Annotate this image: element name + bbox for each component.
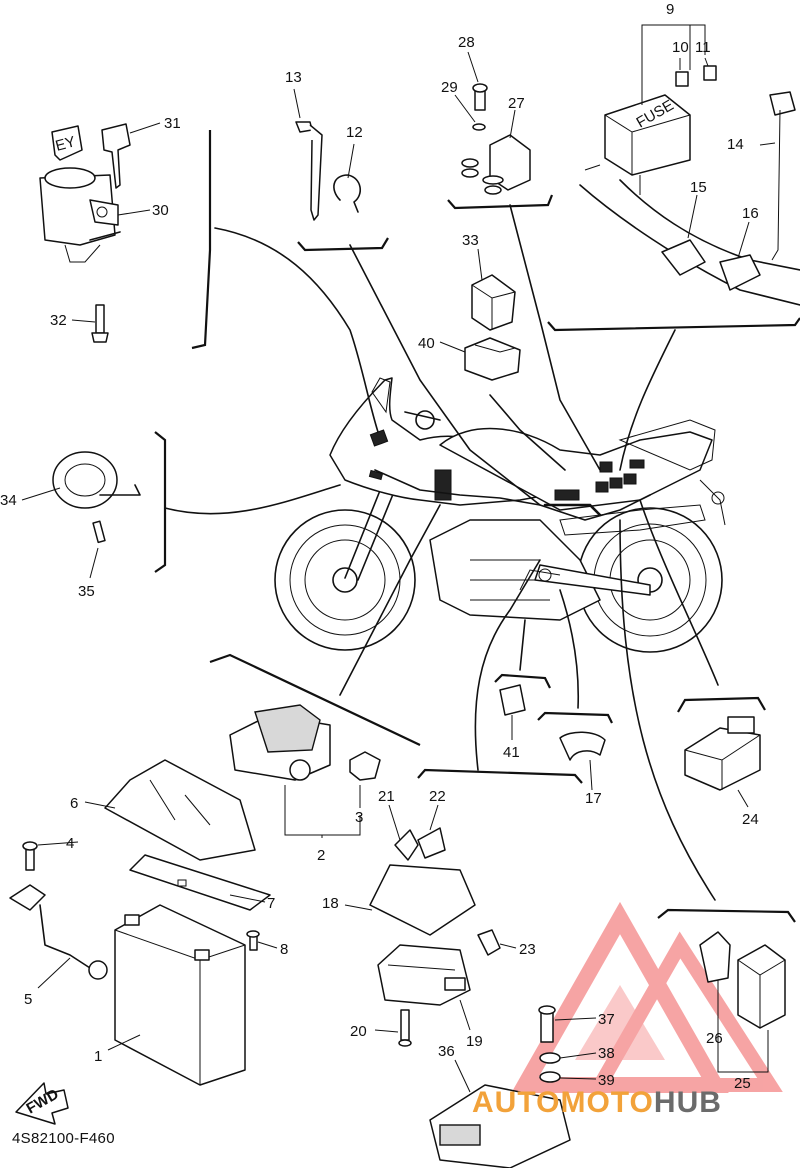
callout-leaders [21, 24, 776, 1093]
callout-41: 41 [503, 744, 520, 761]
callout-27: 27 [508, 95, 525, 112]
battery-leads [9, 841, 260, 980]
callout-16: 16 [742, 205, 759, 222]
ecu-36-assembly [429, 1005, 571, 1168]
watermark-part1: AUTOMOTO [472, 1086, 654, 1119]
callout-21: 21 [378, 788, 395, 805]
starter-relay-assembly [229, 704, 381, 836]
callout-17: 17 [585, 790, 602, 807]
callout-30: 30 [152, 202, 169, 219]
callout-1: 1 [94, 1048, 102, 1065]
callout-34: 34 [0, 492, 17, 509]
callout-6: 6 [70, 795, 78, 812]
callout-7: 7 [267, 895, 275, 912]
battery [114, 904, 246, 1086]
callout-8: 8 [280, 941, 288, 958]
callout-5: 5 [24, 991, 32, 1008]
callout-28: 28 [458, 34, 475, 51]
callout-15: 15 [690, 179, 707, 196]
callout-18: 18 [322, 895, 339, 912]
callout-19: 19 [466, 1033, 483, 1050]
watermark-part2: HUB [653, 1086, 722, 1119]
callout-25: 25 [734, 1075, 751, 1092]
key-text: EY [54, 133, 78, 155]
callout-38: 38 [598, 1045, 615, 1062]
callout-9: 9 [666, 1, 674, 18]
leader-lines [164, 204, 719, 901]
small-parts-41-17-24 [499, 684, 761, 791]
callout-24: 24 [742, 811, 759, 828]
callout-22: 22 [429, 788, 446, 805]
callout-numbers: 1 2 3 4 5 6 7 8 9 10 11 12 13 14 15 16 1… [0, 1, 759, 1092]
watermark-logo [511, 901, 783, 1093]
connectors-25-26 [699, 931, 786, 1073]
callout-12: 12 [346, 124, 363, 141]
watermark-text: AUTOMOTOHUB [472, 1086, 722, 1120]
motorcycle-illustration [274, 377, 726, 653]
fuse-box-assembly: FUSE [579, 65, 800, 306]
callout-37: 37 [598, 1011, 615, 1028]
relay-27-assembly [461, 83, 531, 195]
callout-23: 23 [519, 941, 536, 958]
callout-20: 20 [350, 1023, 367, 1040]
callout-33: 33 [462, 232, 479, 249]
ecu-bracket-assembly [369, 827, 501, 1047]
callout-14: 14 [727, 136, 744, 153]
callout-40: 40 [418, 335, 435, 352]
callout-31: 31 [164, 115, 181, 132]
callout-39: 39 [598, 1072, 615, 1089]
horn-assembly [52, 451, 141, 544]
callout-29: 29 [441, 79, 458, 96]
band-and-clamp [295, 121, 361, 221]
battery-cover-and-band [104, 759, 271, 911]
callout-10: 10 [672, 39, 689, 56]
forward-arrow: FWD [15, 1082, 69, 1125]
diagram-code: 4S82100-F460 [12, 1130, 115, 1147]
callout-3: 3 [355, 809, 363, 826]
callout-36: 36 [438, 1043, 455, 1060]
callout-11: 11 [695, 39, 711, 56]
callout-13: 13 [285, 69, 302, 86]
callout-32: 32 [50, 312, 67, 329]
relays-33-40 [464, 274, 521, 381]
callout-4: 4 [66, 835, 74, 852]
callout-2: 2 [317, 847, 325, 864]
group-brackets [154, 130, 800, 923]
main-switch-assembly: EY [39, 123, 131, 343]
callout-26: 26 [706, 1030, 723, 1047]
callout-35: 35 [78, 583, 95, 600]
